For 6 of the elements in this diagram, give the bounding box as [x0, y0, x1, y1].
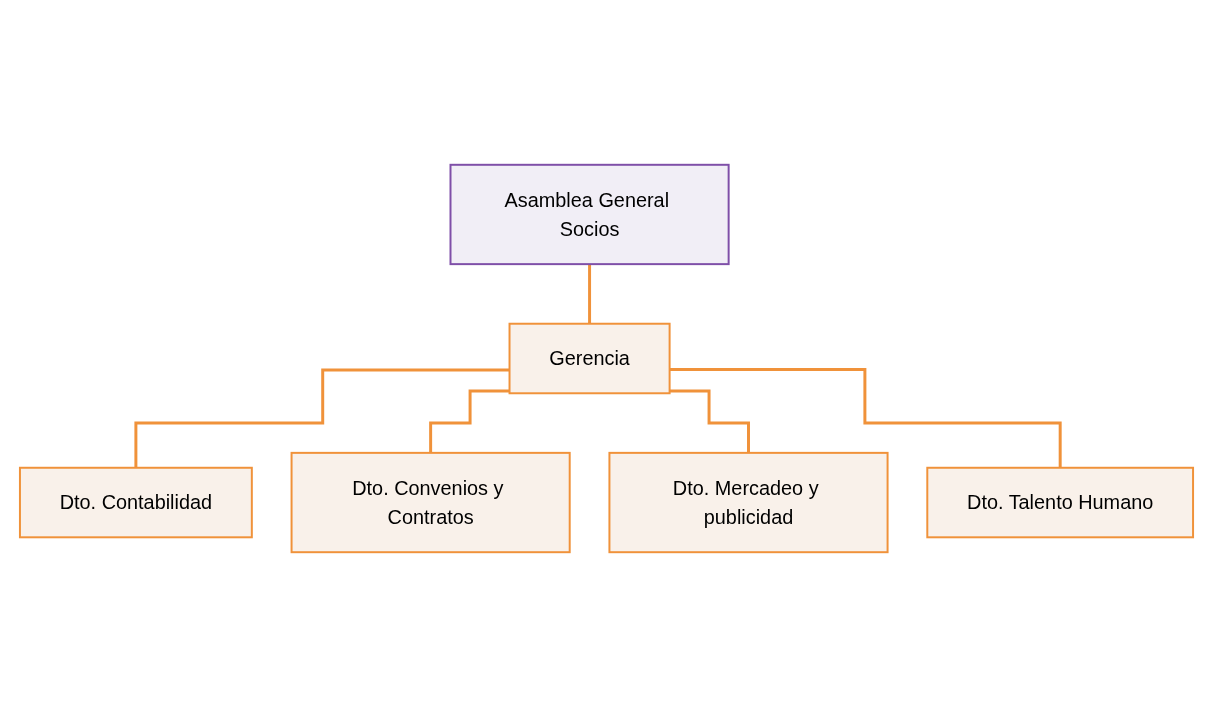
node-box: Asamblea General Socios	[449, 163, 730, 266]
node-box: Dto. Talento Humano	[926, 466, 1195, 539]
node-box: Gerencia	[508, 322, 671, 395]
node-box: Dto. Convenios y Contratos	[290, 451, 571, 554]
node-box: Dto. Mercadeo y publicidad	[608, 451, 889, 554]
node-box: Dto. Contabilidad	[18, 466, 253, 539]
